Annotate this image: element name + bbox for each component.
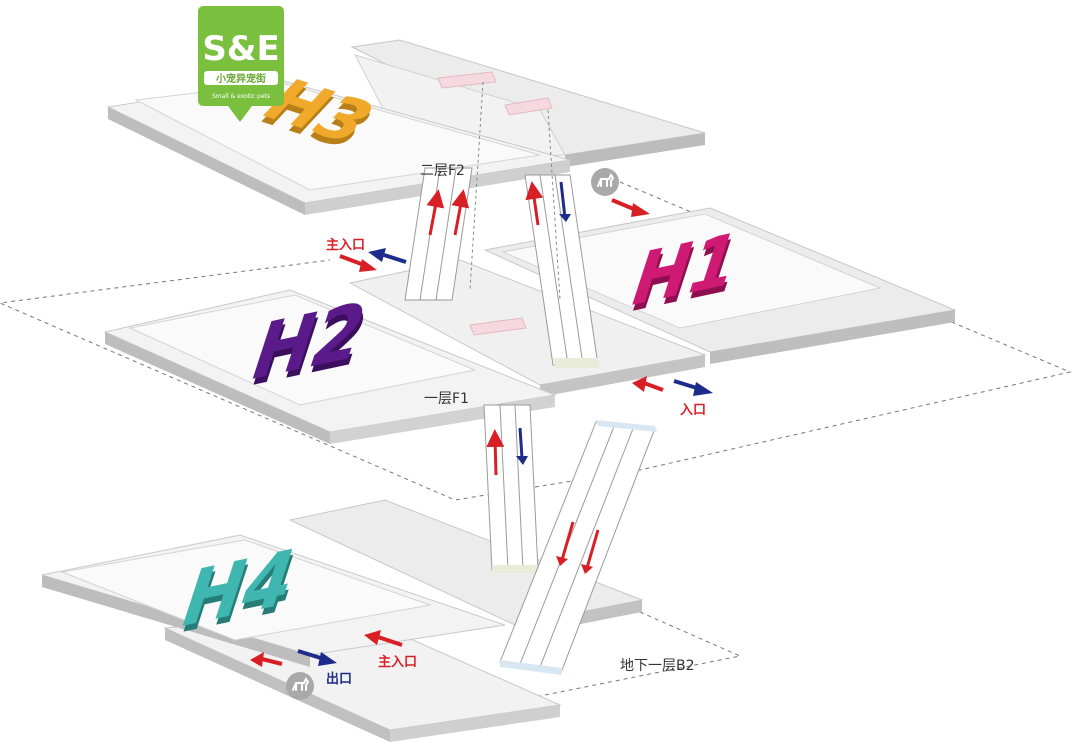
escalator-b2-f1-left: [484, 405, 538, 573]
f1-entrance: 入口: [632, 376, 713, 418]
floor-label-f2: 二层F2: [420, 163, 465, 179]
badge-logo: S&E: [202, 29, 279, 69]
badge-name-cn: 小宠异宠街: [215, 72, 266, 85]
small-exotic-pets-badge: S&E 小宠异宠街 Small & exotic pets: [198, 6, 284, 122]
svg-text:入口: 入口: [680, 403, 706, 418]
f2-main-entrance: 主入口: [326, 237, 406, 272]
f2-pet-entry-arrow: [612, 200, 650, 217]
floor-label-f1: 一层F1: [424, 391, 469, 407]
svg-text:出口: 出口: [326, 671, 352, 687]
svg-text:主入口: 主入口: [326, 237, 365, 253]
floor-label-b2: 地下一层B2: [620, 658, 695, 674]
dog-walk-icon: [591, 168, 619, 196]
dog-walk-icon: [286, 672, 314, 700]
badge-name-en: Small & exotic pets: [212, 93, 270, 100]
svg-text:主入口: 主入口: [378, 654, 417, 670]
